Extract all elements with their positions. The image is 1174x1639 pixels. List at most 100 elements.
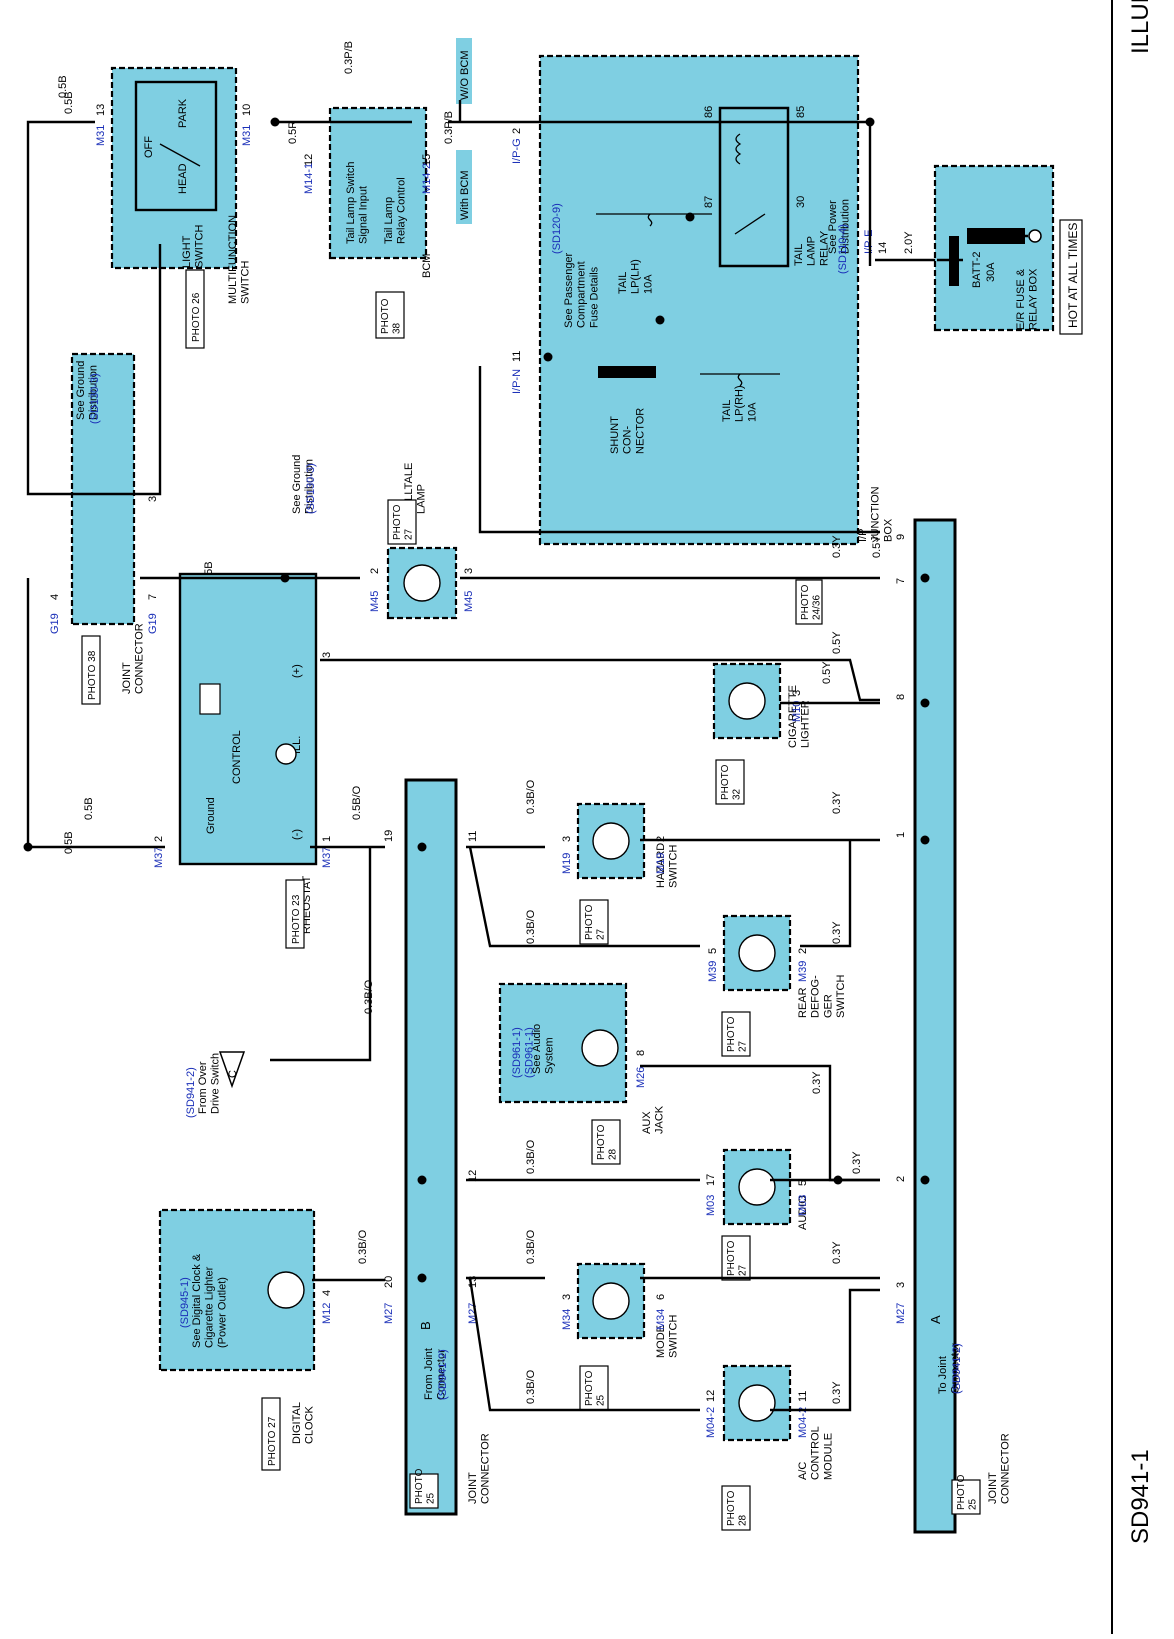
wire-label-y03-e: 0.3Y <box>851 1151 863 1174</box>
joint-b-marker: B <box>418 1321 433 1330</box>
see-power-distribution-ref: (SD110-4) <box>837 224 849 274</box>
rheostat <box>178 572 318 866</box>
hazard-switch-pin-a: 3 <box>561 836 573 842</box>
ground-joint-photo-tag <box>81 635 101 705</box>
rheostat-pin-1: 1 <box>321 836 333 842</box>
tail-lp-rh-fuse-icon <box>737 373 743 387</box>
ground-see-distribution-ref: (SD130-3) <box>89 373 101 424</box>
digital-clock <box>158 1208 316 1372</box>
over-drive-marker: C <box>227 1070 239 1078</box>
cigarette-lighter-conn: M10 <box>791 701 803 722</box>
bcm-module <box>328 106 428 260</box>
wire-bo-ac <box>468 1277 700 1412</box>
joint-connector-a <box>913 518 957 1534</box>
aux-jack-conn: M26 <box>635 1067 647 1088</box>
rheostat-conn-b: M37 <box>321 847 333 868</box>
rheostat-resistor-icon <box>199 683 221 715</box>
splice-dot-1 <box>270 117 280 127</box>
wire-ip-n-feed <box>478 366 880 534</box>
bcm-photo: PHOTO38 <box>380 298 403 334</box>
rheostat-conn-a: M37 <box>153 847 165 868</box>
ac-control-photo: PHOTO28 <box>726 1490 749 1526</box>
cigarette-lighter-pin: 3 <box>791 690 803 696</box>
wire-label-bo-c: 0.3B/O <box>525 1139 537 1174</box>
rheostat-ground: Ground <box>205 797 217 834</box>
over-drive-text: From OverDrive Switch <box>197 1053 222 1114</box>
ip-junction-photo: PHOTO24/36 <box>800 584 823 620</box>
rheostat-wire-out: 0.5B/O <box>351 785 363 820</box>
joint-a-to-ref: (SD941-2) <box>951 1343 963 1394</box>
light-switch-off: OFF <box>143 136 155 158</box>
rear-defogger-bulb-icon <box>738 934 776 972</box>
audio-bulb-icon <box>738 1168 776 1206</box>
multifunction-switch <box>110 66 238 270</box>
aux-jack-note-ref: (SD961-1)(SD961-1) <box>511 1027 536 1078</box>
joint-a-photo: PHOTO25 <box>956 1474 979 1510</box>
ground-joint-photo: PHOTO 38 <box>87 650 98 700</box>
ip-g-connector: I/P-G <box>511 138 523 164</box>
bcm-conn-a: M14-2 <box>421 163 433 194</box>
tail-lp-lh-fuse: TAILLP(LH)10A <box>617 259 654 294</box>
digital-clock-name: DIGITALCLOCK <box>291 1402 316 1444</box>
splice-dot-5 <box>685 212 695 222</box>
bcm-photo-tag <box>375 291 405 339</box>
wire-label-bo-d: 0.3B/O <box>525 1229 537 1264</box>
joint-a-conn: M27 <box>895 1303 907 1324</box>
joint-a-pin-8: 8 <box>895 694 907 700</box>
rheostat-control: CONTROL <box>231 730 243 784</box>
rheostat-ill-icon <box>275 743 297 765</box>
joint-b-pin-11: 11 <box>467 831 479 842</box>
joint-a-to: To JointConnector <box>937 1343 962 1394</box>
rheostat-wire-gnd: 0.5B <box>83 797 95 820</box>
digital-clock-bulb-icon <box>267 1271 305 1309</box>
with-bcm-label: With BCM <box>459 171 471 221</box>
aux-jack-photo: PHOTO28 <box>596 1124 619 1160</box>
wire-label-y03-g: 0.3Y <box>831 1381 843 1404</box>
relay-pin-87: 87 <box>703 196 715 208</box>
diagram-code: SD941-1 <box>1127 1449 1154 1544</box>
joint-a-pin-9: 9 <box>895 534 907 540</box>
tail-lp-lh-fuse-icon <box>647 213 653 227</box>
mode-switch-pin-a: 3 <box>561 1294 573 1300</box>
mode-switch-conn-b: M34 <box>655 1309 667 1330</box>
ac-control-conn-a: M04-2 <box>705 1407 717 1438</box>
joint-a-pin-2: 2 <box>895 1176 907 1182</box>
multifunction-switch-name: MULTIFUNCTIONSWITCH <box>227 215 252 304</box>
tail-lamp-relay <box>718 106 790 268</box>
joint-a-name: JOINTCONNECTOR <box>987 1433 1012 1504</box>
splice-dot-13 <box>417 1175 427 1185</box>
rear-defogger-pin-a: 5 <box>707 948 719 954</box>
wire-label-y05-a: 0.5Y <box>871 535 883 558</box>
joint-b-name: JOINTCONNECTOR <box>467 1433 492 1504</box>
joint-connector-b <box>404 778 458 1516</box>
digital-clock-pin: 4 <box>321 1290 333 1296</box>
splice-dot-6 <box>543 352 553 362</box>
ground-wire-c: 0.5B <box>63 831 75 854</box>
hazard-switch-bulb-icon <box>592 822 630 860</box>
audio-photo: PHOTO27 <box>726 1240 749 1276</box>
wire-defog-feed <box>800 840 852 948</box>
wire-label-y03-b: 0.3Y <box>831 791 843 814</box>
ground-pin-4: 4 <box>49 594 61 600</box>
ac-control-photo-tag <box>721 1485 751 1531</box>
splice-dot-11 <box>833 1175 843 1185</box>
mode-switch-conn-a: M34 <box>561 1309 573 1330</box>
see-passenger-fuse: See PassengerCompartmentFuse Details <box>563 252 600 328</box>
over-drive-marker-icon <box>218 1051 246 1089</box>
light-switch-wire-gnd: 0.5B <box>57 75 69 98</box>
wire-bo-defog <box>468 846 700 948</box>
bcm-pin-a: 15 <box>421 154 433 166</box>
joint-b-photo: PHOTO25 <box>414 1468 437 1504</box>
splice-dot-4 <box>655 315 665 325</box>
wire-layer <box>23 100 930 1412</box>
light-switch-blade-icon <box>159 143 201 167</box>
cigarette-lighter-wire: 0.5Y <box>821 661 833 684</box>
wire-label-bo-e: 0.3B/O <box>525 1369 537 1404</box>
relay-pin-85: 85 <box>795 106 807 118</box>
joint-a-photo-tag <box>951 1479 981 1515</box>
ac-control-pin-a: 12 <box>705 1390 717 1402</box>
audio-photo-tag <box>721 1235 751 1281</box>
over-drive-ref: (SD941-2) <box>185 1067 197 1118</box>
ground-pin-3: 3 <box>147 496 159 502</box>
